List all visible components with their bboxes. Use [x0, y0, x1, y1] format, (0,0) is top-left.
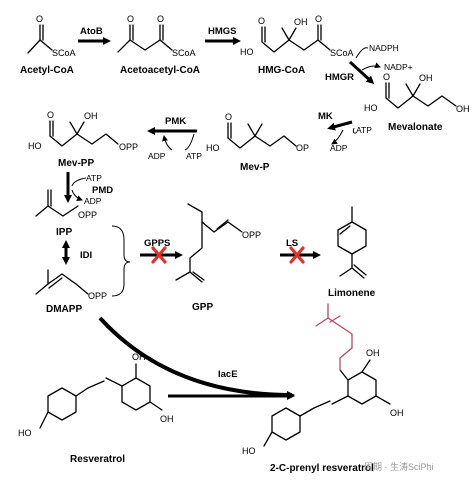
resveratrol-oh1: OH	[132, 352, 146, 362]
mev-p-ho: HO	[206, 143, 220, 153]
prenyl-resveratrol-ho: HO	[242, 446, 256, 456]
hmgs-label: HMGS	[208, 26, 237, 37]
acetoacetyl-scoa: SCoA	[172, 48, 196, 58]
limonene-structure	[337, 206, 367, 279]
pmd-label: PMD	[92, 185, 113, 196]
iace-label: IacE	[218, 369, 238, 380]
gpp-opp: OPP	[242, 230, 261, 240]
mevalonate-o: O	[383, 72, 390, 82]
ipp-structure: OPP	[35, 189, 97, 220]
dmapp-label: DMAPP	[46, 304, 82, 315]
gpp-label: GPP	[192, 302, 213, 313]
prenyl-resveratrol-oh1: OH	[366, 348, 380, 358]
mev-p-label: Mev-P	[240, 162, 270, 173]
watermark-text: 周期 · 生涛SciPhi	[364, 461, 434, 472]
mev-p-op: OP	[296, 143, 309, 153]
mev-p-structure: O HO OP	[206, 112, 309, 153]
nadph-curve	[355, 47, 369, 59]
mk-adp-curve	[331, 129, 344, 145]
hmgr-label: HMGR	[325, 72, 354, 83]
dmapp-opp: OPP	[88, 291, 107, 301]
hmgr-arrow	[348, 60, 375, 85]
ipp-opp: OPP	[78, 210, 97, 220]
atob-label: AtoB	[80, 26, 103, 37]
hmg-coa-ho: HO	[240, 47, 254, 57]
resveratrol-oh2: OH	[160, 414, 174, 424]
acetoacetyl-o2: O	[157, 14, 164, 24]
dmapp-structure: OPP	[35, 269, 107, 301]
pmk-adp-curve	[162, 135, 173, 151]
prenyl-resveratrol-oh2: OH	[390, 408, 404, 418]
hmg-coa-oh: OH	[294, 17, 308, 27]
pmd-atp-label: ATP	[86, 173, 102, 183]
acetyl-coa-scoa: SCoA	[52, 48, 76, 58]
hmg-coa-structure: O HO OH O SCoA	[240, 14, 354, 58]
gpps-block-x	[151, 246, 167, 264]
pmk-atp-label: ATP	[186, 151, 202, 161]
resveratrol-label: Resveratrol	[70, 454, 125, 465]
acetyl-coa-structure: O SCoA	[27, 14, 76, 58]
mk-arrow	[327, 120, 353, 131]
pmd-adp-curve	[71, 189, 83, 202]
acetoacetyl-coa-label: Acetoacetyl-CoA	[120, 65, 200, 76]
idi-label: IDI	[80, 250, 92, 261]
pmd-adp-label: ADP	[84, 196, 102, 206]
mev-pp-oh: OH	[84, 111, 98, 121]
ls-block-x	[289, 246, 305, 264]
prenyl-resveratrol-label: 2-C-prenyl resveratrol	[270, 463, 374, 474]
mev-pp-o: O	[47, 110, 54, 120]
limonene-label: Limonene	[328, 288, 376, 299]
pmk-atp-curve	[184, 133, 195, 151]
mev-pp-structure: O HO OH OPP	[28, 110, 138, 152]
mevalonate-ho: HO	[364, 103, 378, 113]
pmd-atp-curve	[71, 177, 87, 187]
mevalonate-structure: O HO OH OH	[364, 72, 470, 114]
resveratrol-structure: OH OH HO	[18, 352, 174, 438]
substrate-bracket	[111, 225, 131, 297]
nadp-curve	[361, 62, 381, 71]
nadph-label: NADPH	[369, 43, 399, 53]
mev-pp-opp: OPP	[119, 142, 138, 152]
hmg-coa-label: HMG-CoA	[258, 65, 305, 76]
acetyl-coa-o: O	[36, 14, 43, 24]
prenyl-donor-curve	[98, 316, 295, 399]
mev-p-o: O	[225, 112, 232, 122]
ipp-label: IPP	[56, 227, 72, 238]
resveratrol-ho: HO	[18, 428, 32, 438]
mevalonate-oh1: OH	[419, 73, 433, 83]
hmg-coa-o2: O	[315, 14, 322, 24]
gpp-structure: OPP	[175, 203, 261, 283]
mk-label: MK	[318, 111, 333, 122]
ls-label: LS	[286, 238, 298, 249]
nadp-label: NADP+	[384, 62, 413, 72]
acetoacetyl-o1: O	[127, 14, 134, 24]
mk-atp-curve	[352, 127, 357, 134]
acetoacetyl-coa-structure: O O SCoA	[117, 14, 196, 58]
gpps-label: GPPS	[144, 238, 170, 249]
mevalonate-label: Mevalonate	[388, 122, 443, 133]
mk-atp-label: ATP	[356, 125, 372, 135]
mevalonate-oh2: OH	[456, 104, 470, 114]
mev-pp-label: Mev-PP	[58, 158, 94, 169]
pmk-label: PMK	[165, 116, 186, 127]
hmg-coa-scoa: SCoA	[330, 48, 354, 58]
mk-adp-label: ADP	[330, 143, 348, 153]
acetyl-coa-label: Acetyl-CoA	[20, 65, 74, 76]
mev-pp-ho: HO	[28, 141, 42, 151]
prenyl-resveratrol-structure: OH OH HO	[242, 303, 404, 456]
hmg-coa-o1: O	[258, 16, 265, 26]
pmk-adp-label: ADP	[148, 151, 166, 161]
